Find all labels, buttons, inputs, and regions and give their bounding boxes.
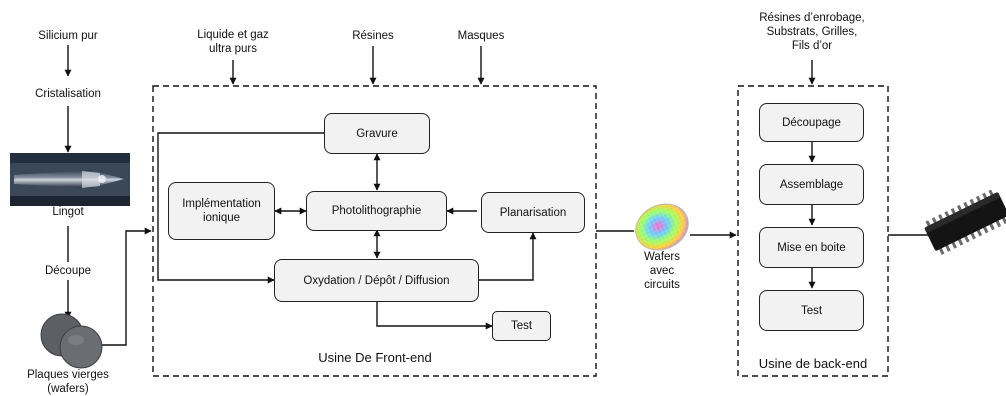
- test-backend-box: Test: [759, 290, 864, 331]
- liquide-label-line1: Liquide et gaz: [197, 29, 269, 41]
- backend-input-line1: Résines d’enrobage,: [759, 12, 865, 24]
- patterned-wafer-icon: [635, 203, 689, 251]
- arrow-wafers-frontend: [100, 227, 152, 346]
- wafers-label-line2: avec: [649, 265, 675, 277]
- backend-input-line3: Fils d’or: [791, 40, 833, 52]
- assemblage-box: Assemblage: [759, 164, 864, 205]
- plaques-label-line1: Plaques vierges: [27, 369, 109, 381]
- arrow-gravure-loop: [157, 132, 324, 284]
- implantation-label-line2: ionique: [202, 212, 241, 224]
- oxydation-box: Oxydation / Dépôt / Diffusion: [274, 259, 479, 302]
- front-end-title: Usine De Front-end: [318, 350, 432, 365]
- decoupe-label: Découpe: [44, 265, 92, 277]
- wafers-label-line1: Wafers: [644, 251, 680, 263]
- lingot-label: Lingot: [52, 206, 84, 218]
- resines-label: Résines: [352, 30, 394, 42]
- silicium-label: Silicium pur: [38, 30, 98, 42]
- wafers-label-line3: circuits: [644, 279, 680, 291]
- implantation-label-line1: Implémentation: [182, 198, 261, 210]
- blank-wafers-icon: [40, 313, 103, 369]
- backend-input-line2: Substrats, Grilles,: [766, 26, 858, 38]
- backend-input-label: Résines d’enrobage, Substrats, Grilles, …: [742, 11, 882, 53]
- masques-label: Masques: [457, 30, 505, 42]
- liquide-label: Liquide et gaz ultra purs: [183, 28, 283, 56]
- implantation-box: Implémentation ionique: [168, 182, 275, 240]
- photolithographie-box: Photolithographie: [306, 191, 447, 231]
- plaques-label-line2: (wafers): [47, 383, 89, 395]
- front-end-frame: [152, 85, 597, 377]
- wafers-label: Wafers avec circuits: [632, 250, 692, 292]
- cristalisation-label: Cristalisation: [35, 88, 101, 100]
- test-frontend-box: Test: [492, 311, 551, 341]
- back-end-frame: [737, 85, 889, 377]
- arrow-oxydation-test: [376, 302, 493, 330]
- back-end-title: Usine de back-end: [758, 356, 868, 371]
- gravure-box: Gravure: [324, 113, 430, 154]
- mise-en-boite-box: Mise en boite: [759, 227, 864, 268]
- ic-chip-icon: [924, 189, 1006, 255]
- plaques-label: Plaques vierges (wafers): [16, 368, 120, 396]
- decoupage-box: Découpage: [759, 103, 864, 142]
- arrow-oxydation-planarisation: [479, 232, 537, 281]
- silicon-ingot-icon: [10, 153, 130, 206]
- liquide-label-line2: ultra purs: [209, 43, 257, 55]
- planarisation-box: Planarisation: [481, 192, 585, 233]
